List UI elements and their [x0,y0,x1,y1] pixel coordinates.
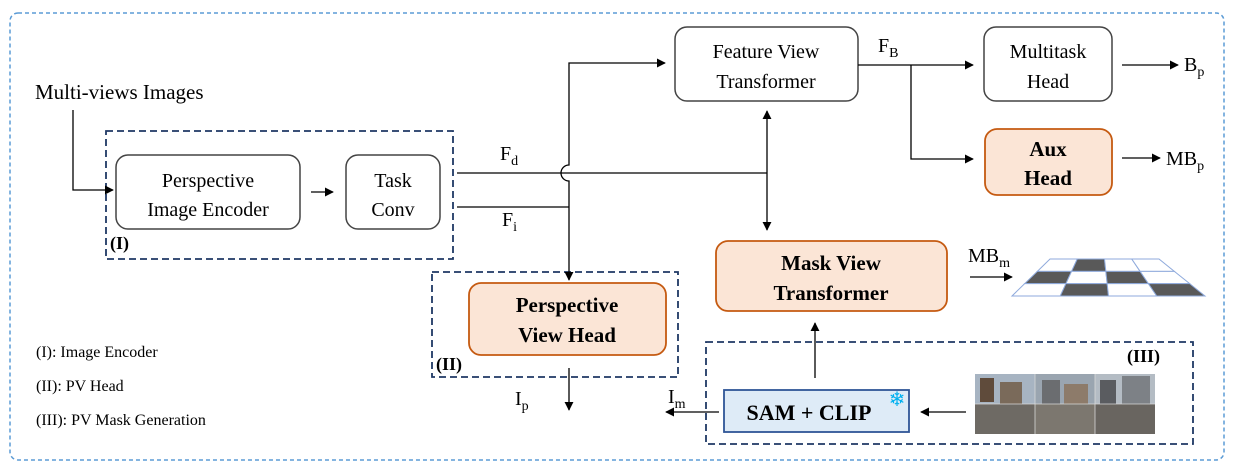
bev-grid-cell [1139,270,1192,285]
fb-label: FB [878,35,898,61]
mask-view-transformer-line2: Transformer [773,281,888,305]
street-view-photos [975,374,1155,434]
im-label: Im [668,386,686,412]
perspective-view-head-line1: Perspective [516,293,619,317]
mbp-label: MBp [1166,148,1204,174]
multitask-head-line2: Head [1027,71,1069,93]
fi-to-feature-view-arrow [560,58,666,207]
perspective-image-encoder-line1: Perspective [162,170,254,192]
multitask-head-line1: Multitask [1010,41,1087,63]
group-label-2: (II) [436,354,462,375]
group-pv-head [431,271,679,378]
group-image-encoder [105,130,454,260]
legend-item-2: (II): PV Head [36,378,124,395]
mask-view-transformer-box [715,240,948,312]
legend-item-3: (III): PV Mask Generation [36,412,206,429]
group-pv-mask-generation [705,341,1194,445]
task-conv-line1: Task [374,170,411,192]
fd-label: Fd [500,143,518,169]
feature-view-transformer-line1: Feature View [713,41,820,63]
bev-grid-cell [1010,283,1067,297]
ip-label: Ip [515,388,529,414]
task-conv-line2: Conv [371,199,414,221]
sam-clip-box [723,389,910,433]
perspective-image-encoder-line2: Image Encoder [147,199,269,221]
outer-border [9,12,1225,461]
snowflake-icon: ❄ [889,387,906,411]
fb-to-aux-arrow [910,65,974,164]
input-label: Multi-views Images [35,80,204,104]
mbm-label: MBm [968,245,1010,271]
mask-view-transformer-line1: Mask View [781,251,882,275]
bev-grid-cell [1059,283,1110,297]
bev-grid-cell [1036,258,1079,272]
perspective-view-head-line2: View Head [518,323,616,347]
group-label-1: (I) [110,233,129,254]
aux-head-line1: Aux [1029,137,1067,161]
bev-grid-cell [1065,270,1108,285]
bev-grid-cell [1070,258,1107,272]
bev-mask-grid [1010,258,1207,297]
perspective-view-head-box [468,282,667,356]
aux-head-box [984,128,1113,196]
sam-clip-label: SAM + CLIP [747,400,872,425]
feature-view-transformer-line2: Transformer [716,71,816,93]
legend-item-1: (I): Image Encoder [36,344,158,361]
input-arrow [72,110,114,195]
bev-grid-cell [1147,283,1207,297]
aux-head-line2: Head [1024,166,1072,190]
bp-label: Bp [1184,54,1204,80]
group-label-3: (III) [1127,346,1160,367]
bev-grid-cell [1023,270,1073,285]
task-conv-box [345,154,441,230]
perspective-image-encoder-box [115,154,301,230]
feature-view-transformer-box [674,26,859,102]
fi-label: Fi [502,209,517,235]
multitask-head-box [983,26,1113,102]
